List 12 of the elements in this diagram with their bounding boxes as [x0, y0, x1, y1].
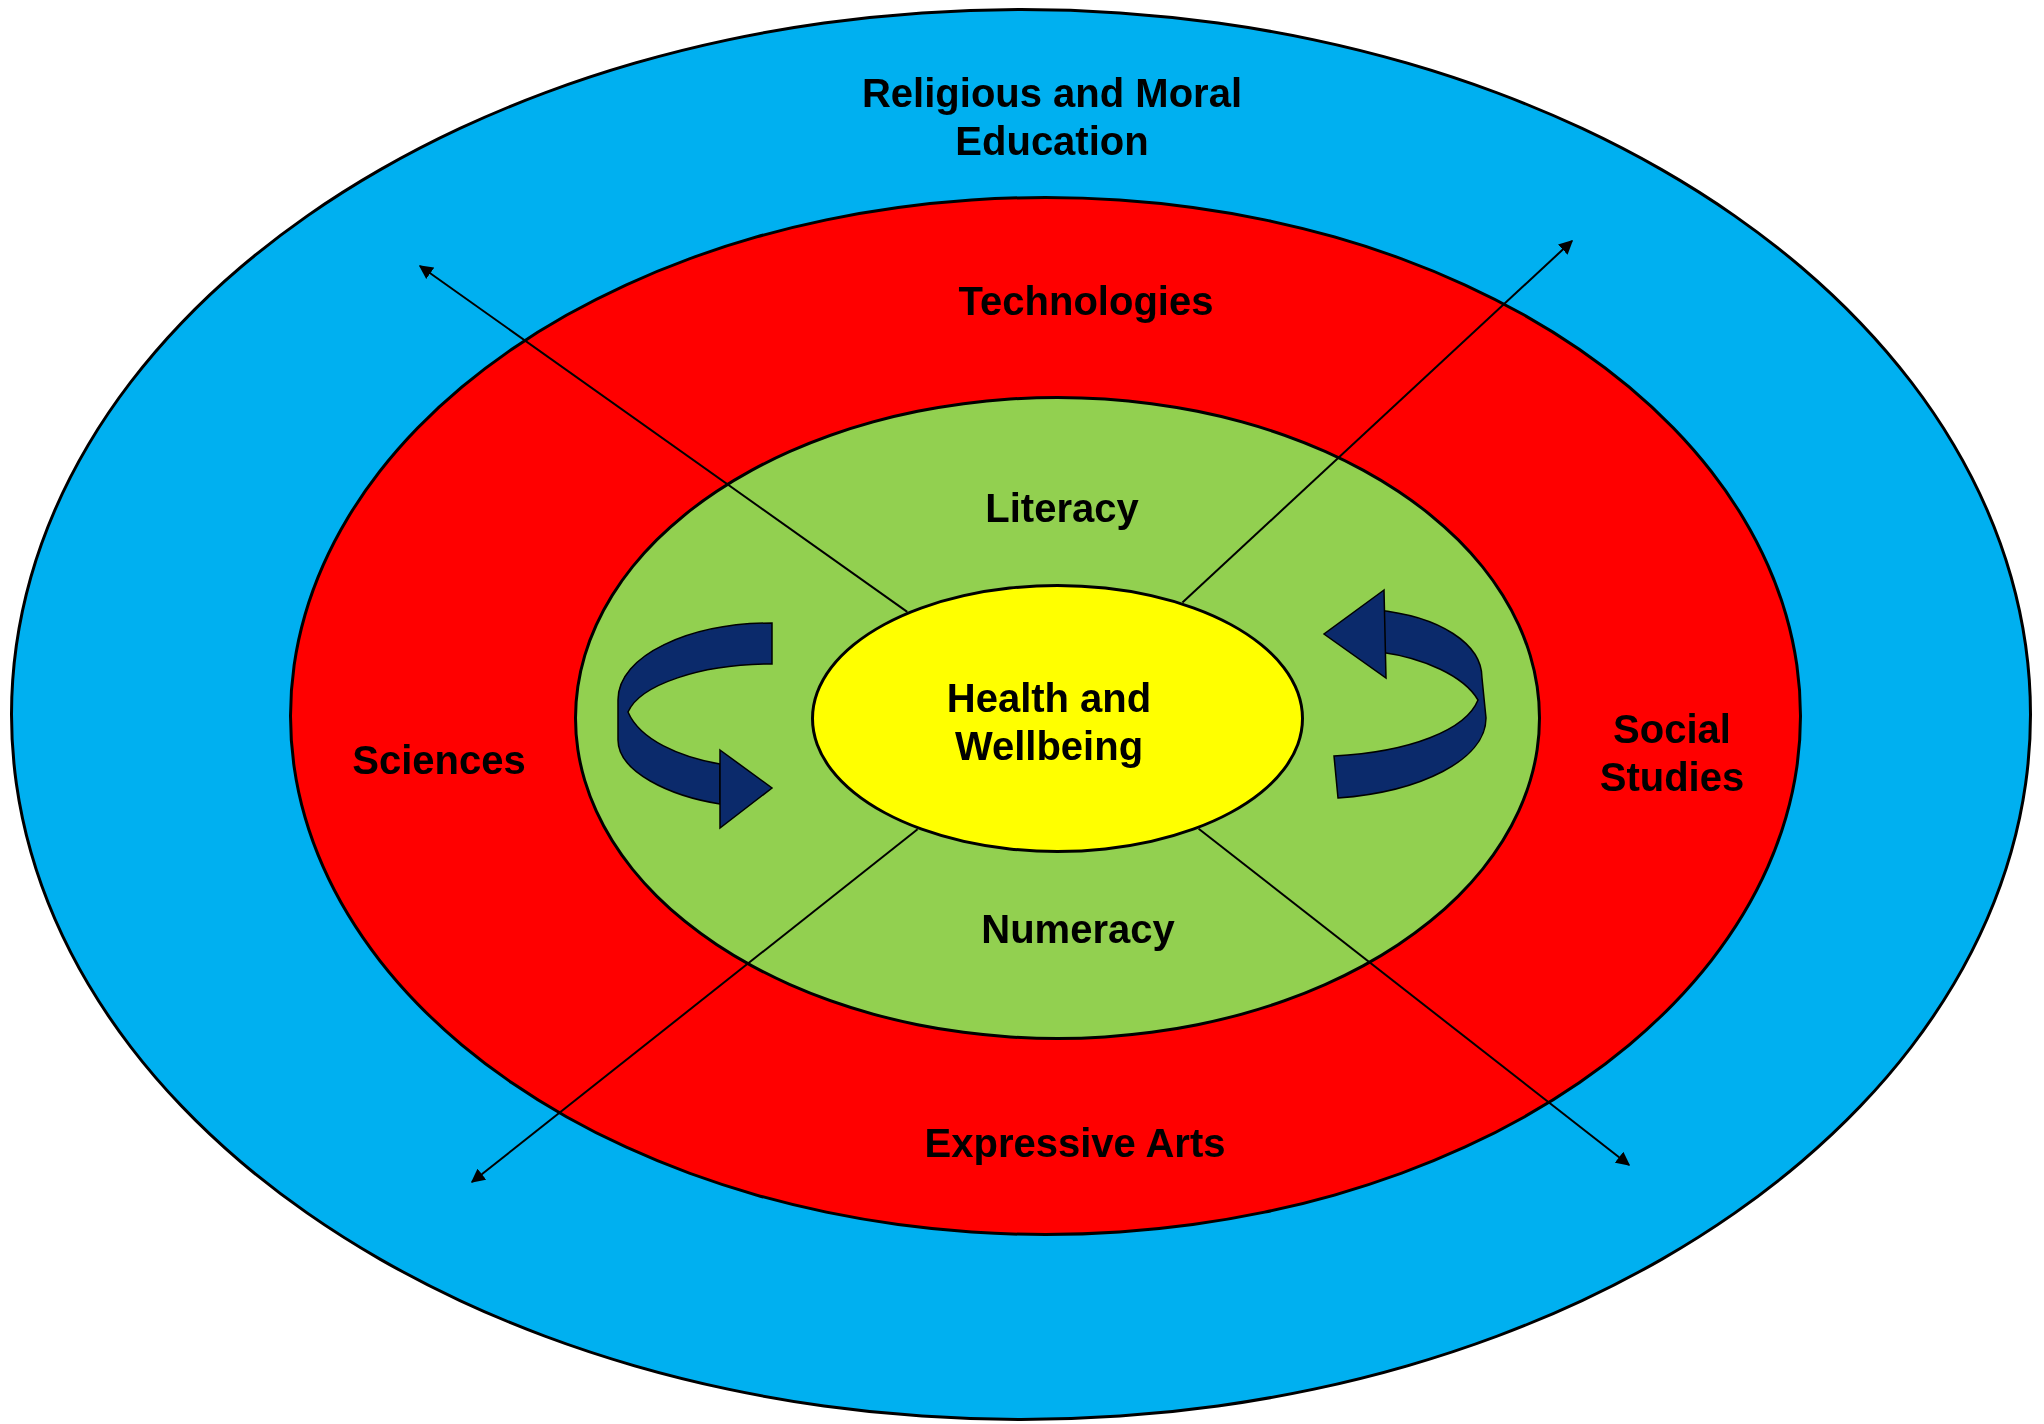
subject-label: Literacy [984, 485, 1140, 532]
arrow [1197, 827, 1631, 1166]
subject-label: Sciences [351, 737, 527, 784]
arrow [418, 265, 909, 613]
arrow [470, 828, 919, 1183]
subject-label: Health and Wellbeing [945, 675, 1153, 770]
subject-label: Expressive Arts [923, 1120, 1227, 1167]
subject-label: Religious and Moral Education [860, 70, 1243, 165]
subject-label: Numeracy [980, 906, 1176, 953]
subject-label: Social Studies [1598, 706, 1746, 801]
arrow [1181, 240, 1574, 604]
subject-label: Technologies [957, 278, 1215, 325]
